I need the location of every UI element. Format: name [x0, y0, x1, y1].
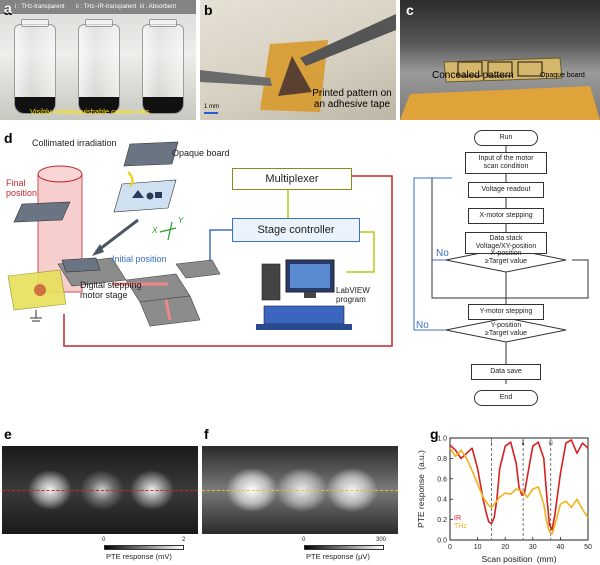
cbar-ir-label: PTE response (mV) [106, 552, 172, 561]
flow-ymotor: Y-motor stepping [468, 304, 544, 320]
axis-y-label: Y [178, 216, 184, 225]
cbar-ir-min: 0 [102, 537, 106, 543]
flow-ypos: Y-position≥Target value [485, 322, 527, 337]
y-tick-label: 0.4 [437, 497, 447, 504]
flow-voltage: Voltage readout [468, 182, 544, 198]
vial-label-iii: iii : Absorbent [140, 4, 177, 10]
stage-controller-box: Stage controller [232, 218, 360, 242]
tape-illustration [200, 14, 396, 112]
panel-f: f 0 300 PTE response (μV) [200, 424, 400, 565]
opaque-board-schematic-label: Opaque board [172, 148, 230, 158]
marker-label: iii [549, 441, 553, 447]
x-tick-label: 50 [584, 544, 592, 551]
multiplexer-box: Multiplexer [232, 168, 352, 190]
panel-a-caption: Visibly indistinguishable carbon inks [30, 107, 150, 116]
flow-save: Data save [471, 364, 541, 380]
marker-label: i [491, 441, 492, 447]
panel-a-header-strip [0, 0, 196, 14]
panel-c-photo: c Concealed pattern Opaque board [400, 0, 600, 120]
collimated-irradiation-label: Collimated irradiation [32, 138, 117, 148]
heatmap-ir-scanline [2, 490, 198, 491]
final-position-label: Final position [6, 178, 38, 198]
vial-label-ii: ii : THz–IR-transparent [76, 4, 137, 10]
marker-label: ii [522, 441, 525, 447]
panel-d-label: d [4, 130, 13, 146]
heatmap-thz-scanline [202, 490, 398, 491]
cbar-thz-min: 0 [302, 537, 306, 543]
y-tick-label: 0.2 [437, 517, 447, 524]
panel-d-setup: d [0, 124, 412, 360]
stage-label: Digital stepping motor stage [80, 280, 142, 300]
x-tick-label: 20 [501, 544, 509, 551]
labview-label: LabVIEW program [336, 286, 370, 304]
panel-a-label-overlay: a [4, 0, 12, 16]
x-tick-label: 40 [557, 544, 565, 551]
y-tick-label: 0.8 [437, 456, 447, 463]
panel-c-label: c [406, 2, 414, 18]
panel-f-label: f [204, 426, 209, 442]
scale-bar-label: 1 mm [204, 104, 219, 110]
vial-label-i: i : THz-transparent [15, 4, 65, 10]
y-tick-label: 0.6 [437, 476, 447, 483]
panel-g-label: g [430, 426, 439, 442]
colorbar-ir [104, 545, 184, 550]
panel-a-photo: a a i : THz-transparent ii : THz–IR-tran… [0, 0, 196, 120]
cbar-thz-label: PTE response (μV) [306, 552, 370, 561]
flowchart-lines [413, 144, 589, 384]
x-tick-label: 30 [529, 544, 537, 551]
panel-a-label: a [4, 2, 12, 18]
setup-schematic [7, 141, 393, 347]
flow-no-y: No [416, 320, 429, 331]
y-tick-label: 0.0 [437, 538, 447, 545]
legend-ir: IR [454, 515, 461, 522]
flow-run: Run [474, 130, 538, 146]
legend-thz: THz [454, 523, 467, 530]
cbar-thz-max: 300 [376, 537, 387, 543]
vial-iii [142, 19, 184, 114]
panel-e-label: e [4, 426, 12, 442]
series-line-ir [449, 439, 589, 531]
panel-e: e 0 2 PTE response (mV) [0, 424, 200, 565]
axis-x-label: X [152, 226, 158, 235]
y-tick-label: 1.0 [437, 436, 447, 443]
opaque-board-label: Opaque board [540, 72, 585, 79]
heatmap-thz [202, 446, 398, 534]
flow-end: End [474, 390, 538, 406]
vial-i [14, 19, 56, 114]
cbar-ir-max: 2 [182, 537, 186, 543]
flow-xpos: X-position≥Target value [485, 250, 527, 265]
x-axis-label: Scan position (mm) [481, 554, 556, 564]
panel-b-photo: b 1 mm Printed pattern on an adhesive ta… [200, 0, 396, 120]
y-axis-label: PTE response (a.u.) [416, 450, 426, 528]
flow-no-x: No [436, 248, 449, 259]
concealed-board-illustration [400, 57, 600, 120]
panel-b-label: b [204, 2, 213, 18]
panel-b-caption: Printed pattern on an adhesive tape [312, 88, 392, 110]
x-tick-label: 0 [448, 544, 452, 551]
concealed-pattern-label: Concealed pattern [432, 70, 514, 81]
scale-bar [204, 112, 218, 114]
vial-ii [78, 19, 120, 114]
colorbar-thz [304, 545, 384, 550]
series-line-thz [449, 447, 589, 535]
initial-position-label: Initial position [112, 254, 167, 264]
flow-xmotor: X-motor stepping [468, 208, 544, 224]
x-tick-label: 10 [474, 544, 482, 551]
heatmap-ir [2, 446, 198, 534]
